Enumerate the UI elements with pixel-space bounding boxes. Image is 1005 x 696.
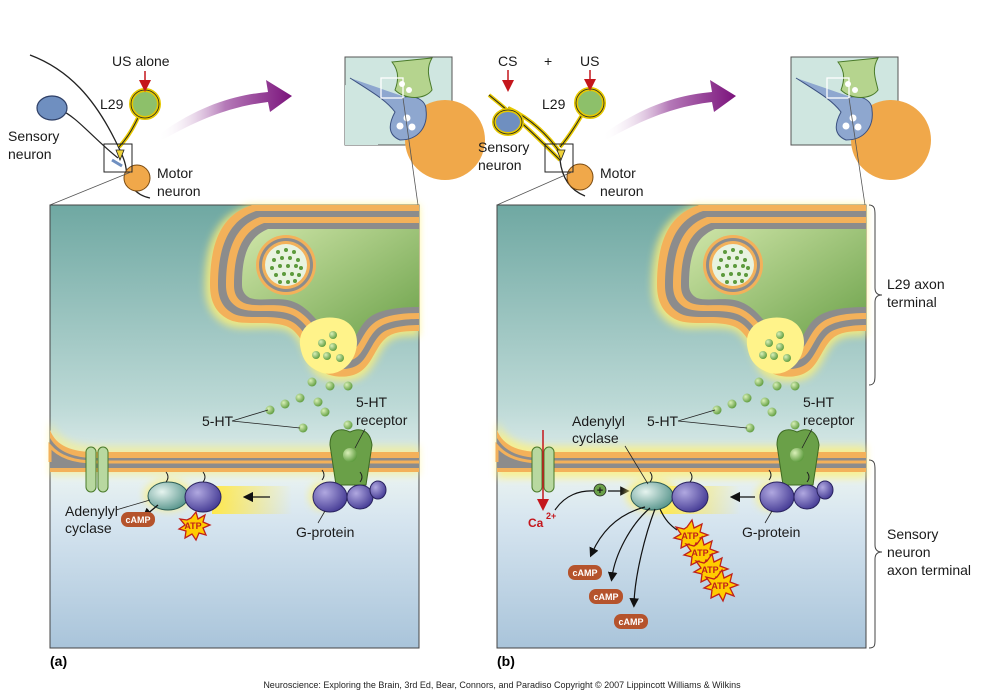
- panel-a: US alone L29 Sensory neuron Motor neuron: [8, 53, 485, 669]
- sensory-bracket-label-2: neuron: [887, 544, 931, 560]
- panel-b-tag: (b): [497, 653, 515, 669]
- camp-label-b-2: cAMP: [593, 592, 618, 602]
- panel-a-schematic: US alone L29 Sensory neuron Motor neuron: [8, 53, 485, 206]
- camp-label-a: cAMP: [125, 515, 150, 525]
- camp-chip-b-1: [568, 565, 602, 580]
- sensory-bracket-label-3: axon terminal: [887, 562, 971, 578]
- camp-label-b-1: cAMP: [572, 568, 597, 578]
- interneuron-label-b: L29: [542, 96, 566, 112]
- zoom-arrow-a: [158, 80, 292, 140]
- sensory-label-b-1: Sensory: [478, 139, 529, 155]
- motor-label-a-1: Motor: [157, 165, 193, 181]
- 5ht-receptor-b: [776, 429, 820, 486]
- panel-a-tag: (a): [50, 653, 67, 669]
- activation-plus-label-b: +: [597, 485, 603, 497]
- motor-label-b-2: neuron: [600, 183, 644, 199]
- l29-bracket-label-2: terminal: [887, 294, 937, 310]
- gprotein-label-b: G-protein: [742, 524, 800, 540]
- receptor-label-a-1: 5-HT: [356, 394, 388, 410]
- enzyme-label-a-2: cyclase: [65, 520, 112, 536]
- receptor-label-a-2: receptor: [356, 412, 408, 428]
- copyright-credit: Neuroscience: Exploring the Brain, 3rd E…: [263, 680, 741, 690]
- calcium-sup-b: 2+: [546, 511, 556, 521]
- camp-chip-b-2: [589, 589, 623, 604]
- ion-channel-a: [85, 446, 109, 493]
- enzyme-label-b-1: Adenylyl: [572, 413, 625, 429]
- sensory-label-a-2: neuron: [8, 146, 52, 162]
- enzyme-label-a-1: Adenylyl: [65, 503, 118, 519]
- receptor-label-b-2: receptor: [803, 412, 855, 428]
- camp-chip-b-3: [614, 614, 648, 629]
- atp-label-b-3: ATP: [701, 565, 718, 575]
- l29-bracket-label-1: L29 axon: [887, 276, 945, 292]
- atp-label-b-1: ATP: [681, 531, 698, 541]
- atp-cluster-b: ATP ATP ATP ATP: [672, 518, 740, 603]
- g-protein-b: [756, 469, 834, 513]
- ion-channel-b: [531, 446, 555, 493]
- adenylyl-cyclase-b: [626, 471, 709, 513]
- inset-synapse-a: [344, 56, 485, 180]
- 5ht-label-a: 5-HT: [202, 413, 234, 429]
- motor-label-a-2: neuron: [157, 183, 201, 199]
- sensory-label-a-1: Sensory: [8, 128, 59, 144]
- zoom-box-b: [544, 143, 574, 173]
- 5ht-label-b: 5-HT: [647, 413, 679, 429]
- motor-neuron-cell-b: [566, 163, 594, 191]
- gprotein-label-a: G-protein: [296, 524, 354, 540]
- panel-b: CS + US L29 Sensory neuron Motor neuron: [478, 53, 931, 669]
- sensory-bracket-label-1: Sensory: [887, 526, 938, 542]
- us-label-b: US: [580, 53, 599, 69]
- plus-label-b: +: [544, 53, 552, 69]
- receptor-label-b-1: 5-HT: [803, 394, 835, 410]
- calcium-label-b: Ca: [528, 516, 544, 530]
- enzyme-label-b-2: cyclase: [572, 430, 619, 446]
- panel-a-detail: cAMP ATP 5-HT 5-HT receptor Adenylyl cyc…: [48, 204, 420, 649]
- cs-label-b: CS: [498, 53, 517, 69]
- atp-label-b-4: ATP: [711, 581, 728, 591]
- stimulus-label-a: US alone: [112, 53, 170, 69]
- sensory-neuron-cell-a: [36, 95, 68, 121]
- region-brackets: L29 axon terminal Sensory neuron axon te…: [868, 204, 971, 649]
- camp-chip-a: [121, 512, 155, 527]
- zoom-box-a: [103, 143, 133, 173]
- interneuron-label-a: L29: [100, 96, 124, 112]
- motor-label-b-1: Motor: [600, 165, 636, 181]
- atp-burst-a: [177, 510, 212, 542]
- sensory-label-b-2: neuron: [478, 157, 522, 173]
- activation-plus-b: [593, 483, 607, 497]
- atp-label-a: ATP: [184, 521, 201, 531]
- camp-label-b-3: cAMP: [618, 617, 643, 627]
- inset-synapse-b: [790, 56, 931, 180]
- motor-neuron-cell-a: [123, 164, 151, 192]
- 5ht-receptor-a: [329, 429, 373, 486]
- panel-b-schematic: CS + US L29 Sensory neuron Motor neuron: [478, 53, 931, 206]
- adenylyl-cyclase-a: [144, 471, 222, 513]
- zoom-arrow-b: [602, 80, 736, 140]
- g-protein-a: [309, 469, 387, 513]
- atp-label-b-2: ATP: [691, 548, 708, 558]
- panel-b-detail: Ca 2+ +: [495, 204, 867, 649]
